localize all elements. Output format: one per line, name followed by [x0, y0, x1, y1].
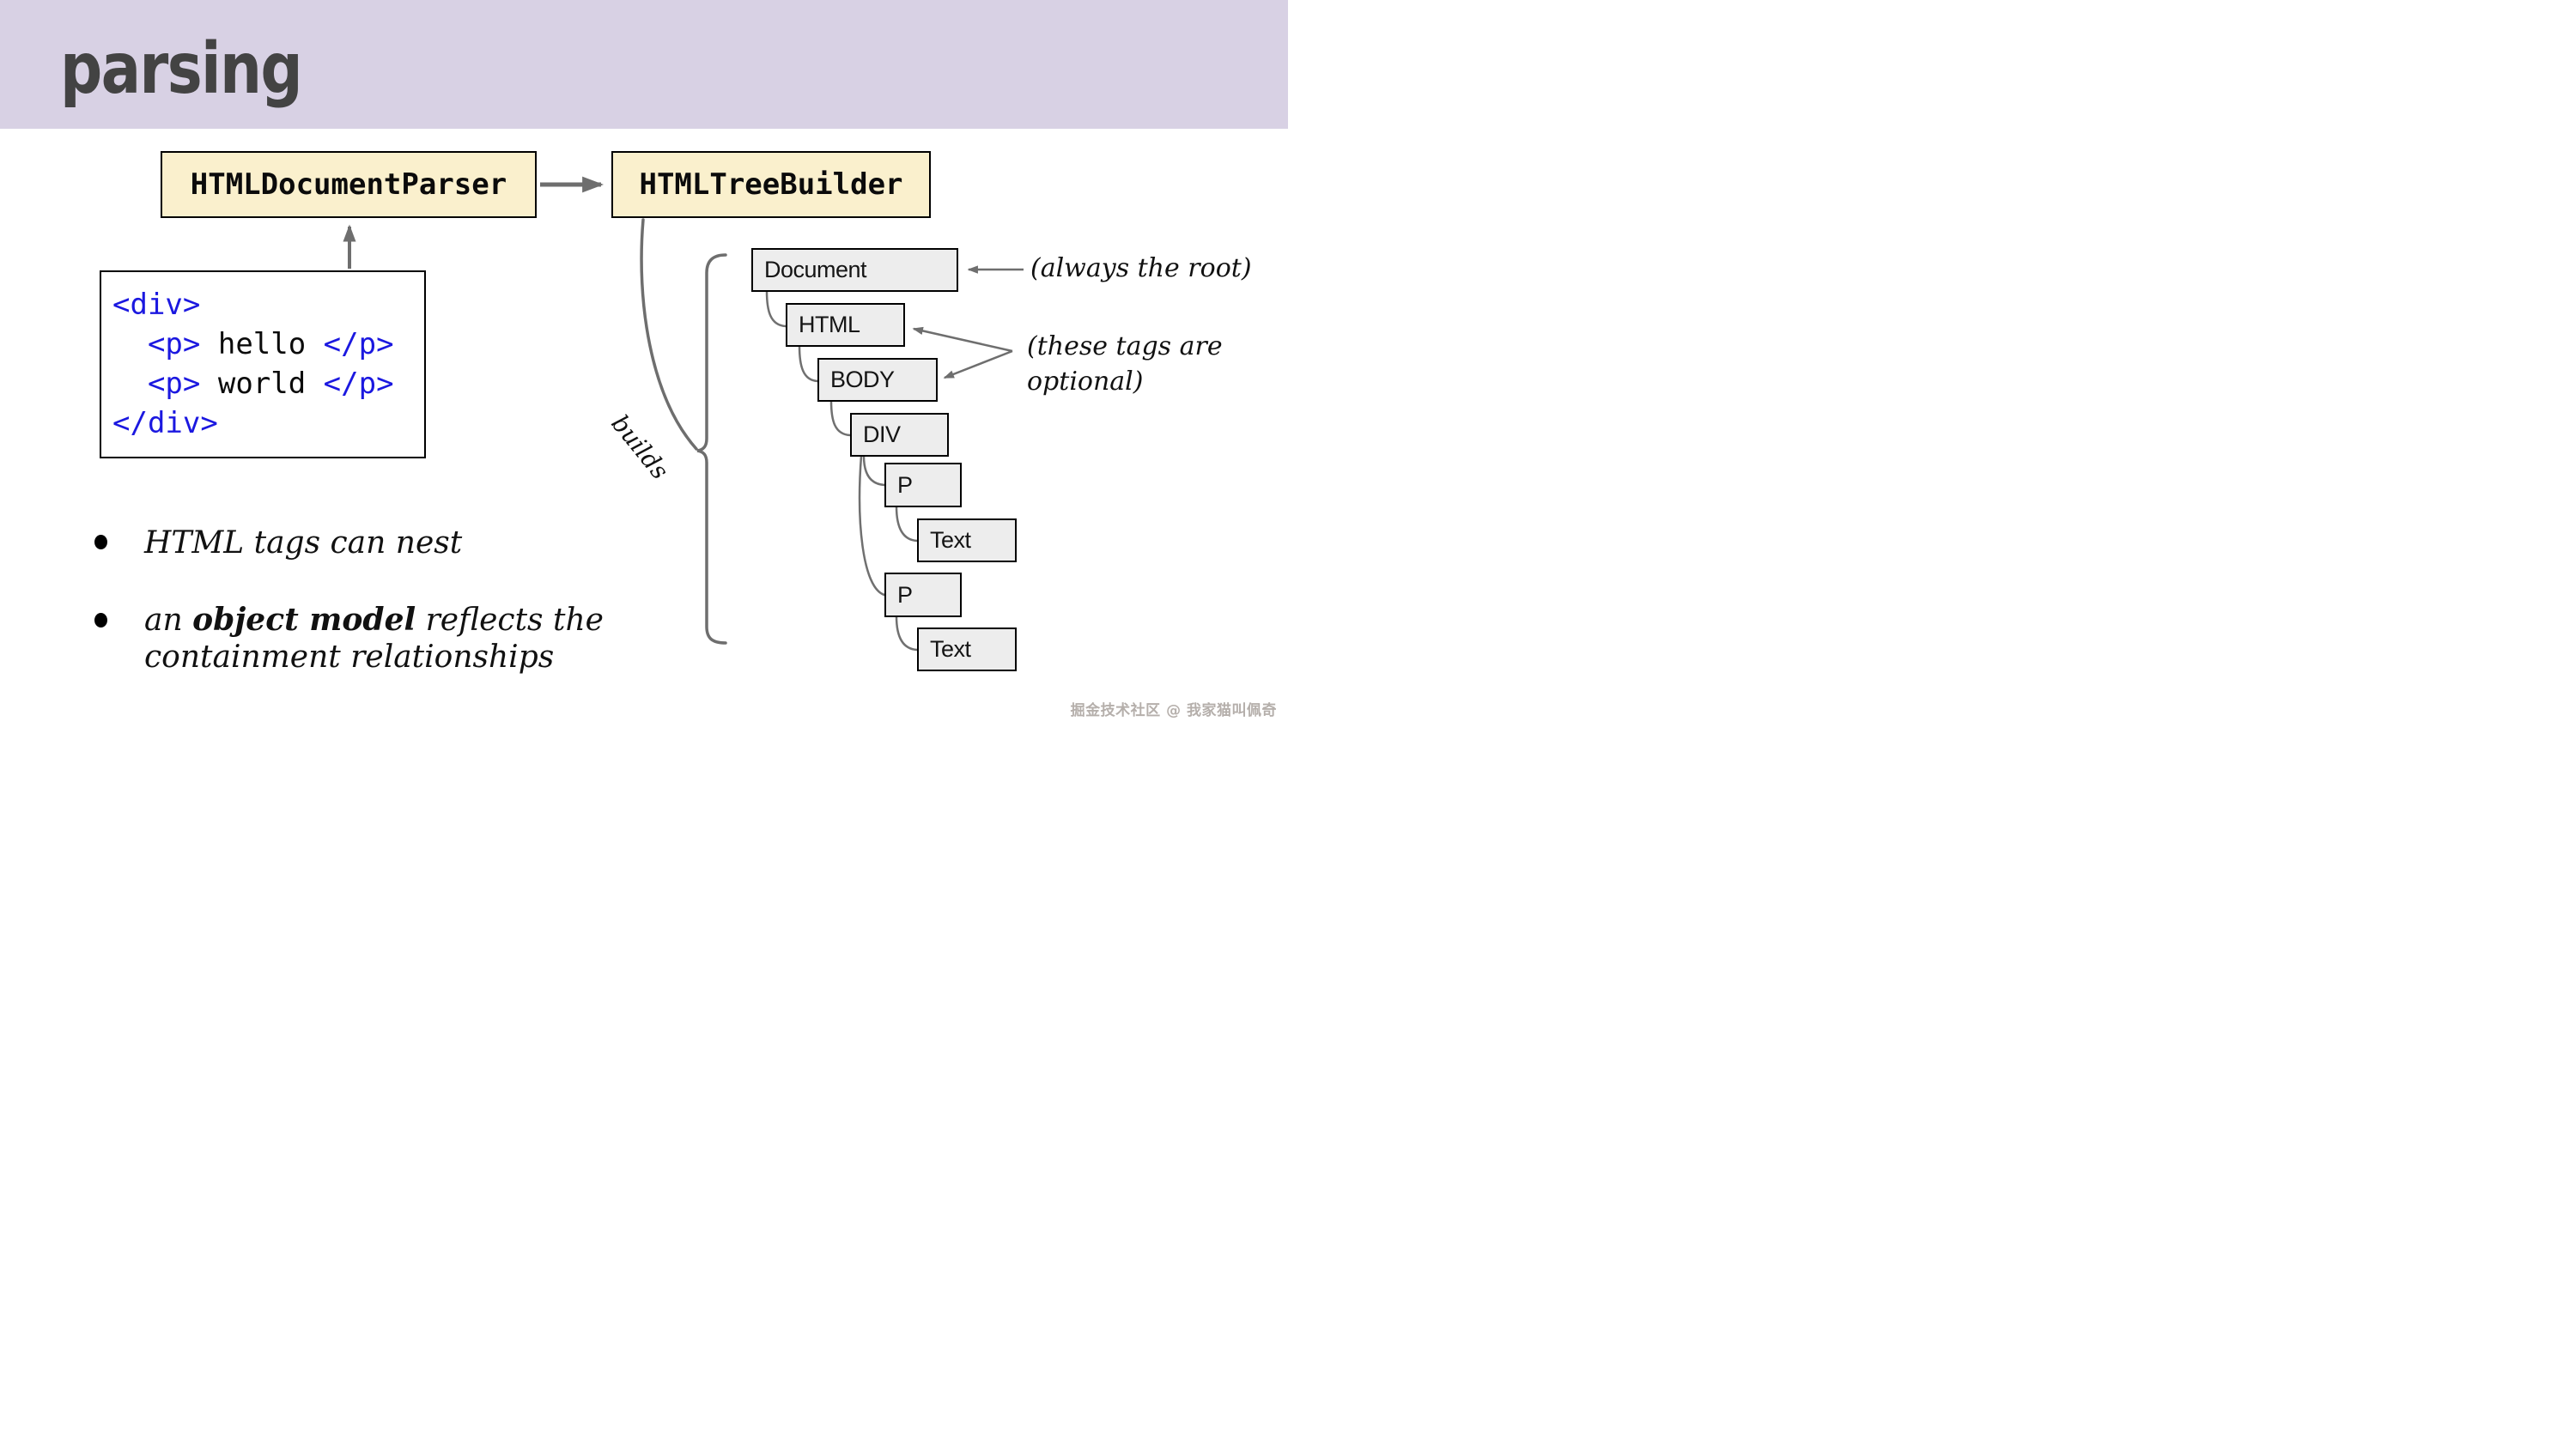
page-title: parsing: [60, 28, 303, 110]
bullet2-pre: an: [144, 603, 193, 638]
tree-node-label: HTML: [799, 312, 860, 337]
bullet-dot: [94, 535, 107, 549]
code-line-2: <p> hello </p>: [112, 324, 394, 364]
tree-node-p2: P: [884, 573, 962, 617]
tree-node-label: DIV: [863, 421, 901, 447]
div-open-tag: <div>: [112, 288, 201, 322]
code-line-3: <p> world </p>: [112, 364, 394, 403]
root-annotation: (always the root): [1030, 253, 1252, 283]
bullet-item-1: HTML tags can nest: [144, 525, 463, 561]
p-open-tag: <p>: [147, 327, 201, 361]
div-close-tag: </div>: [112, 406, 218, 440]
html-tree-builder-label: HTMLTreeBuilder: [639, 167, 903, 202]
tree-node-label: Text: [930, 527, 971, 553]
code-indent: [112, 327, 148, 361]
p-open-tag: <p>: [147, 367, 201, 401]
builds-curve: [640, 218, 698, 451]
tree-node-text1: Text: [917, 518, 1017, 562]
p-close-tag: </p>: [323, 327, 394, 361]
tree-node-label: P: [897, 581, 913, 608]
bullet-item-2-line1: an object model reflects the: [144, 602, 604, 639]
tree-node-label: Text: [930, 636, 971, 662]
tree-node-p1: P: [884, 463, 962, 507]
connector-p1-text1: [895, 505, 919, 543]
optional-arrow-body: [943, 349, 1013, 379]
header-band: [0, 0, 1288, 129]
html-document-parser-box: HTMLDocumentParser: [161, 151, 537, 218]
code-line-4: </div>: [112, 403, 394, 443]
connector-div-p1: [862, 454, 886, 487]
optional-arrow-html: [912, 326, 1013, 353]
bullet2-bold: object model: [192, 602, 416, 638]
tree-node-html: HTML: [786, 303, 905, 347]
connector-div-p2: [858, 454, 886, 597]
hello-text: hello: [200, 327, 324, 361]
bullet-item-2: an object model reflects the containment…: [144, 602, 604, 676]
connector-document-html: [765, 289, 787, 328]
tree-node-label: BODY: [830, 367, 895, 392]
optional-annotation-line1: (these tags are: [1027, 331, 1223, 361]
tree-node-body: BODY: [817, 358, 938, 402]
html-document-parser-label: HTMLDocumentParser: [190, 167, 507, 202]
code-line-1: <div>: [112, 285, 394, 324]
connector-html-body: [798, 344, 819, 383]
builds-label: builds: [605, 409, 675, 485]
world-text: world: [200, 367, 324, 401]
html-source-box: [100, 270, 426, 458]
connector-body-div: [829, 399, 852, 437]
tree-node-document: Document: [751, 248, 958, 292]
bullet-dot: [94, 613, 107, 627]
slide: parsing HTMLDocumentParser HTMLTreeBuild…: [0, 0, 1288, 724]
watermark: 掘金技术社区 @ 我家猫叫佩奇: [1070, 702, 1277, 719]
code-block: <div> <p> hello </p> <p> world </p> </di…: [112, 285, 394, 443]
p-close-tag: </p>: [323, 367, 394, 401]
tree-brace: [696, 253, 727, 645]
optional-annotation-line2: optional): [1027, 367, 1144, 397]
bullet-item-2-line2: containment relationships: [144, 640, 555, 675]
html-tree-builder-box: HTMLTreeBuilder: [611, 151, 931, 218]
connector-p2-text2: [895, 615, 919, 652]
code-indent: [112, 367, 148, 401]
tree-node-div: DIV: [850, 413, 949, 457]
bullet2-post: reflects the: [416, 603, 604, 638]
tree-node-label: Document: [764, 257, 867, 282]
optional-annotation: (these tags are optional): [1027, 329, 1223, 399]
tree-node-label: P: [897, 471, 913, 498]
tree-node-text2: Text: [917, 627, 1017, 671]
